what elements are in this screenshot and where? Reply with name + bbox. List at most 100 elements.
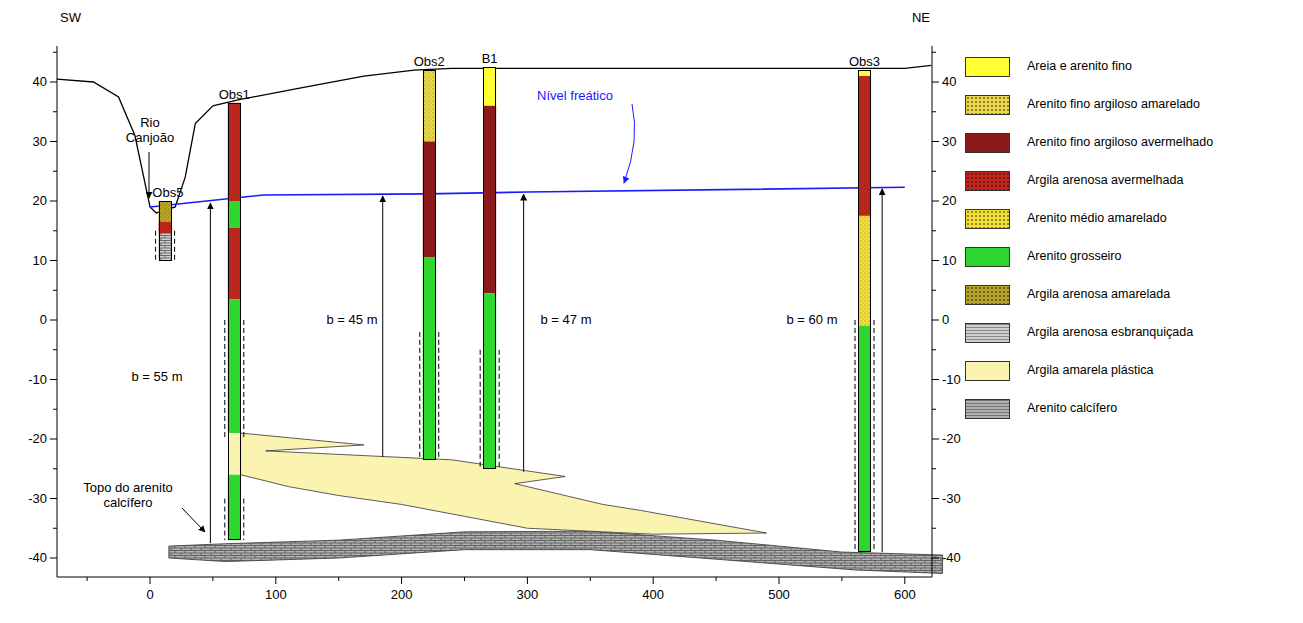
axis-tick	[932, 141, 939, 142]
legend-text: Arenito grosseiro	[1027, 249, 1122, 263]
well-column: Obs1	[228, 103, 241, 540]
axis-tick	[50, 320, 57, 321]
axis-tick	[150, 577, 151, 584]
well-texture	[228, 228, 241, 299]
axis-label: -20	[28, 432, 47, 447]
well-layer	[159, 222, 172, 234]
axis-tick	[932, 468, 936, 469]
axis-label: 300	[517, 588, 539, 603]
axis-tick	[932, 409, 936, 410]
well-screen	[243, 320, 244, 439]
axis-tick	[932, 528, 936, 529]
well-screen	[243, 499, 244, 541]
top-pointer	[182, 508, 205, 532]
legend-entry: Arenito fino argiloso amarelado	[965, 95, 1295, 117]
legend-swatch	[965, 323, 1010, 343]
axis-tick	[932, 379, 939, 380]
water-table	[150, 187, 905, 207]
well-layer	[423, 258, 436, 460]
well-screen	[874, 320, 875, 552]
axis-tick	[527, 577, 528, 584]
legend-text: Arenito médio amarelado	[1027, 211, 1167, 225]
well-layer	[858, 216, 871, 326]
legend-entry: Arenito fino argiloso avermelhado	[965, 133, 1295, 155]
axis-tick	[53, 52, 57, 53]
axis-label: -30	[942, 491, 961, 506]
axis-tick	[464, 577, 465, 581]
legend-swatch	[965, 399, 1010, 419]
axis-tick	[53, 230, 57, 231]
axis-label: -30	[28, 491, 47, 506]
axis-label: 20	[33, 194, 47, 209]
axis-tick	[212, 577, 213, 581]
well-name: Obs2	[414, 54, 445, 69]
well-texture	[228, 103, 241, 201]
well-layer	[858, 326, 871, 552]
axis-tick	[716, 577, 717, 581]
callout-label: Topo do arenito calcífero	[69, 481, 187, 511]
well-layer	[228, 433, 241, 475]
callout-label: Nível freático	[537, 89, 613, 104]
axis-label: 500	[768, 588, 790, 603]
well-layer	[228, 228, 241, 299]
axis-tick	[932, 290, 936, 291]
legend-text: Arenito fino argiloso avermelhado	[1027, 135, 1213, 149]
thickness-label: b = 45 m	[327, 313, 378, 328]
axis-label: -20	[942, 432, 961, 447]
axis-label: 0	[40, 313, 47, 328]
axis-label: -40	[942, 551, 961, 566]
well-screen	[155, 231, 156, 261]
thickness-arrow	[382, 196, 383, 457]
axis-tick	[53, 468, 57, 469]
well-layer	[483, 67, 496, 106]
axis-tick	[932, 260, 939, 261]
axis-label: 600	[894, 588, 916, 603]
axis-tick	[53, 409, 57, 410]
axis-tick	[50, 498, 57, 499]
axis-tick	[50, 201, 57, 202]
legend-entry: Arenito grosseiro	[965, 247, 1295, 269]
legend-text: Areia e arenito fino	[1027, 59, 1132, 73]
well-texture	[858, 76, 871, 216]
thickness-arrow	[210, 203, 211, 543]
axis-label: 30	[33, 134, 47, 149]
direction-label: NE	[912, 11, 930, 26]
legend-text: Argila arenosa esbranquiçada	[1027, 325, 1193, 339]
axis-label: -10	[28, 372, 47, 387]
axis-label: 40	[942, 75, 956, 90]
well-column: Obs3	[858, 70, 871, 552]
legend-swatch	[965, 247, 1010, 267]
axis-label: 0	[146, 588, 153, 603]
axis-label: 400	[642, 588, 664, 603]
axis-tick	[932, 201, 939, 202]
axis-label: 20	[942, 194, 956, 209]
river-pointer	[149, 152, 150, 198]
axis-line	[57, 46, 58, 577]
axis-tick	[932, 171, 936, 172]
well-name: Obs1	[219, 87, 250, 102]
axis-tick	[932, 558, 939, 559]
axes	[50, 46, 939, 584]
axis-label: 0	[942, 313, 949, 328]
well-screen	[174, 231, 175, 261]
legend-entry: Arenito médio amarelado	[965, 209, 1295, 231]
well-layer	[483, 106, 496, 293]
axis-tick	[50, 439, 57, 440]
axis-tick	[50, 379, 57, 380]
well-layer	[159, 234, 172, 261]
legend-swatch	[965, 361, 1010, 381]
legend-swatch	[965, 57, 1010, 77]
clay-lens	[241, 433, 767, 534]
well-screen	[224, 499, 225, 541]
axis-label: -40	[28, 551, 47, 566]
legend-text: Arenito calcífero	[1027, 401, 1117, 415]
well-layer	[228, 103, 241, 201]
axis-label: 40	[33, 75, 47, 90]
axis-label: -10	[942, 372, 961, 387]
legend-text: Argila arenosa amarelada	[1027, 287, 1170, 301]
water-table-pointer	[624, 104, 635, 183]
axis-tick	[50, 260, 57, 261]
well-column: Obs2	[423, 70, 436, 460]
axis-label: 10	[942, 253, 956, 268]
